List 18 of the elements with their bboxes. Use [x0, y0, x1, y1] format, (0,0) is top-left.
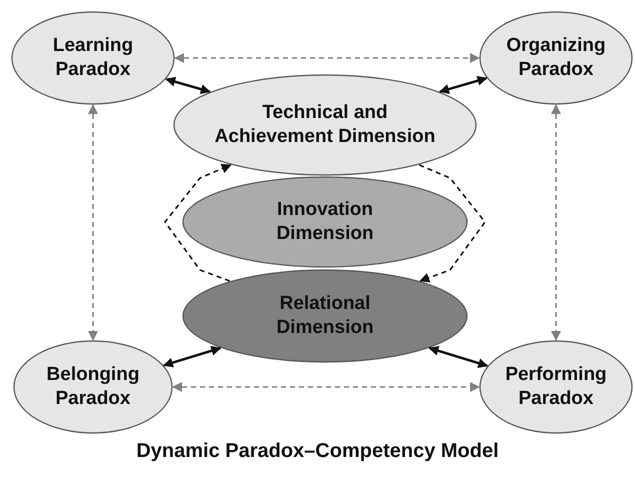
node-label: Technical and Achievement Dimension: [214, 101, 436, 149]
arrow: [163, 346, 222, 368]
arrow: [165, 76, 211, 94]
node-label: Relational Dimension: [275, 292, 375, 340]
node-label: Performing Paradox: [504, 363, 608, 411]
dashed-arrow: [172, 382, 480, 392]
arrow: [428, 346, 488, 368]
node-label: Organizing Paradox: [505, 34, 607, 82]
dashed-arrow: [164, 164, 232, 282]
arrow: [439, 76, 488, 94]
dashed-arrow: [551, 104, 561, 341]
dashed-arrow: [174, 53, 480, 63]
node-label: Belonging Paradox: [46, 363, 140, 411]
dashed-arrow: [419, 164, 486, 283]
node-label: Learning Paradox: [52, 34, 134, 82]
node-label: Innovation Dimension: [275, 198, 375, 246]
caption: Dynamic Paradox–Competency Model: [136, 440, 499, 462]
dashed-arrow: [88, 104, 98, 341]
